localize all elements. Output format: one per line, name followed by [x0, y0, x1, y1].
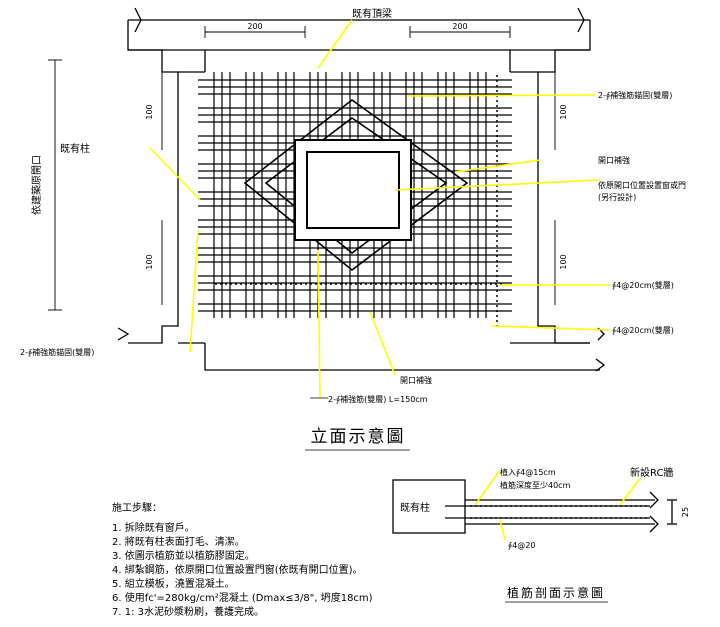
step-3: 3. 依圖示植筋並以植筋膠固定。 [112, 549, 255, 562]
label-bar-v: ∮4@20cm(雙層) [612, 325, 674, 335]
label-existing-column: 既有柱 [60, 142, 90, 155]
steps-title: 施工步驟： [112, 501, 162, 514]
label-corner-bar: 開口補強 [400, 375, 432, 385]
dim-top-right: 200 [452, 22, 467, 31]
step-1: 1. 拆除既有窗戶。 [112, 521, 195, 534]
dim-left-upper: 100 [145, 104, 154, 119]
existing-frame [117, 7, 606, 372]
label-bar-h: ∮4@20cm(雙層) [612, 280, 674, 290]
anchor-bars [215, 75, 505, 330]
step-4: 4. 綁紮鋼筋，依原開口位置設置門窗(依既有開口位置)。 [112, 563, 363, 576]
dim-top-left: 200 [247, 22, 262, 31]
construction-steps: 施工步驟： 1. 拆除既有窗戶。 2. 將既有柱表面打毛、清潔。 3. 依圖示植… [112, 501, 373, 618]
label-bar-left: 2-∮補強筋錨固(雙層) [20, 347, 94, 357]
label-existing-beam: 既有頂梁 [352, 7, 392, 20]
label-original-opening: 依建築原開口 [30, 155, 43, 215]
elevation-labels: 200 200 100 100 100 100 既有頂梁 既有柱 依建築原開口 … [20, 7, 686, 451]
label-diag-bar: 2-∮補強筋(雙層) L=150cm [328, 394, 428, 404]
step-7: 7. 1: 3水泥砂漿粉刷，養護完成。 [112, 605, 264, 618]
section-title: 植筋剖面示意圖 [507, 585, 605, 600]
section-wall: 新設RC牆 [630, 466, 673, 479]
label-opening: 開口補強 [598, 155, 630, 165]
section-thickness: 25 [681, 507, 690, 517]
step-2: 2. 將既有柱表面打毛、清潔。 [112, 535, 245, 548]
dim-right-upper: 100 [559, 104, 568, 119]
label-bar-top: 2-∮補強筋錨固(雙層) [598, 90, 672, 100]
dim-right-lower: 100 [559, 254, 568, 269]
elevation-title: 立面示意圖 [311, 427, 406, 447]
section-detail: 植入∮4@15cm 植筋深度至少40cm 新設RC牆 既有柱 25 ∮4@20 … [392, 466, 690, 603]
section-column: 既有柱 [400, 501, 430, 514]
step-6: 6. 使用fc'=280kg/cm²混凝土 (Dmax≤3/8", 坍度18cm… [112, 591, 373, 604]
original-opening [294, 139, 412, 241]
dim-left-lower: 100 [145, 254, 154, 269]
section-anchor-1: 植入∮4@15cm [500, 467, 556, 477]
step-5: 5. 組立模板，澆置混凝土。 [112, 577, 235, 590]
section-anchor-2: 植筋深度至少40cm [500, 480, 571, 490]
label-window-note-2: (另行設計) [598, 192, 636, 202]
dimension-lines [48, 26, 556, 311]
section-bar: ∮4@20 [508, 541, 535, 550]
leader-lines [149, 19, 611, 399]
label-window-note-1: 依原開口位置設置窗或門 [598, 180, 686, 190]
